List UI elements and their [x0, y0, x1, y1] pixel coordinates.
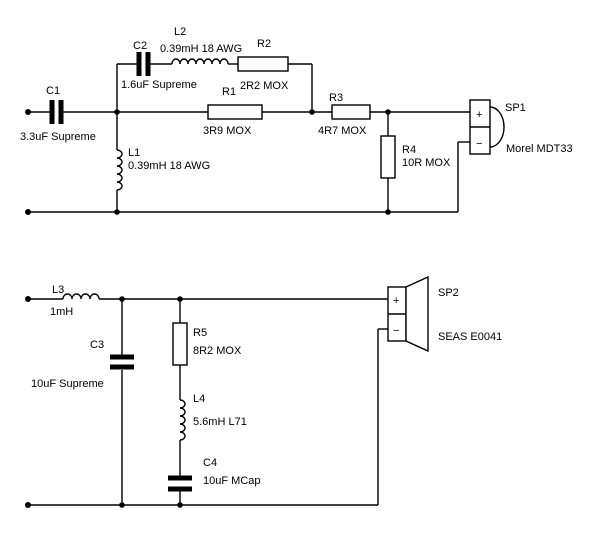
c3-ref: C3 — [90, 339, 104, 351]
c1-value: 3.3uF Supreme — [20, 131, 96, 143]
sp2-model: SEAS E0041 — [438, 331, 502, 343]
r4-value: 10R MOX — [402, 157, 451, 169]
junction-node — [119, 502, 125, 508]
c4-ref: C4 — [203, 457, 217, 469]
sp1-ref: SP1 — [505, 102, 526, 114]
l1-value: 0.39mH 18 AWG — [128, 160, 210, 172]
r5-value: 8R2 MOX — [193, 345, 242, 357]
junction-node — [385, 209, 391, 215]
resistor-r3: R3 4R7 MOX — [318, 92, 371, 137]
sp1-model: Morel MDT33 — [506, 143, 573, 155]
l3-value: 1mH — [50, 306, 73, 318]
sp2-ref: SP2 — [438, 287, 459, 299]
r3-value: 4R7 MOX — [318, 125, 367, 137]
junction-node — [385, 109, 391, 115]
resistor-r4: R4 10R MOX — [380, 135, 451, 179]
inductor-l2: L2 0.39mH 18 AWG — [160, 26, 242, 65]
tweeter-network: C1 3.3uF Supreme C2 1.6uF Supreme L2 0.3… — [20, 26, 573, 215]
resistor-r2: R2 2R2 MOX — [237, 38, 289, 92]
l4-value: 5.6mH L71 — [193, 416, 247, 428]
junction-node — [177, 502, 183, 508]
r4-ref: R4 — [402, 144, 416, 156]
r3-ref: R3 — [329, 92, 343, 104]
sp1-minus: − — [476, 138, 482, 150]
woofer-network: L3 1mH C3 10uF Supreme R5 8R2 MOX L4 5.6… — [25, 275, 502, 508]
capacitor-c2: C2 1.6uF Supreme — [121, 40, 197, 91]
sp2-plus: + — [393, 295, 399, 307]
input-terminal-hf-minus — [25, 209, 31, 215]
input-terminal-hf-plus — [25, 109, 31, 115]
r1-ref: R1 — [222, 86, 236, 98]
c2-value: 1.6uF Supreme — [121, 79, 197, 91]
inductor-l4: L4 5.6mH L71 — [179, 393, 247, 441]
speaker-sp1: + − SP1 Morel MDT33 — [469, 99, 573, 155]
resistor-r5: R5 8R2 MOX — [172, 322, 242, 366]
input-terminal-lf-plus — [25, 296, 31, 302]
capacitor-c4: C4 10uF MCap — [168, 457, 260, 492]
l2-ref: L2 — [174, 26, 186, 38]
sp2-cone — [405, 275, 429, 353]
r2-ref: R2 — [257, 38, 271, 50]
input-terminal-lf-minus — [25, 502, 31, 508]
l1-ref: L1 — [128, 147, 140, 159]
speaker-sp2: + − SP2 SEAS E0041 — [387, 275, 502, 353]
junction-node — [309, 109, 315, 115]
l2-value: 0.39mH 18 AWG — [160, 43, 242, 55]
sp1-plus: + — [476, 109, 482, 121]
junction-node — [114, 109, 120, 115]
r2-value: 2R2 MOX — [240, 80, 289, 92]
l3-ref: L3 — [52, 284, 64, 296]
c3-value: 10uF Supreme — [31, 378, 104, 390]
capacitor-c1: C1 3.3uF Supreme — [20, 85, 96, 143]
l4-ref: L4 — [193, 393, 205, 405]
sp2-minus: − — [393, 325, 399, 337]
inductor-l3: L3 1mH — [50, 284, 100, 318]
c1-ref: C1 — [46, 85, 60, 97]
c2-ref: C2 — [133, 40, 147, 52]
r5-ref: R5 — [193, 327, 207, 339]
c4-value: 10uF MCap — [203, 475, 260, 487]
wiring-lower — [28, 298, 388, 506]
inductor-l1: L1 0.39mH 18 AWG — [116, 147, 210, 191]
junction-node — [114, 209, 120, 215]
capacitor-c3: C3 10uF Supreme — [31, 339, 134, 390]
junction-node — [177, 296, 183, 302]
r1-value: 3R9 MOX — [203, 125, 252, 137]
resistor-r1: R1 3R9 MOX — [203, 86, 263, 137]
junction-node — [119, 296, 125, 302]
